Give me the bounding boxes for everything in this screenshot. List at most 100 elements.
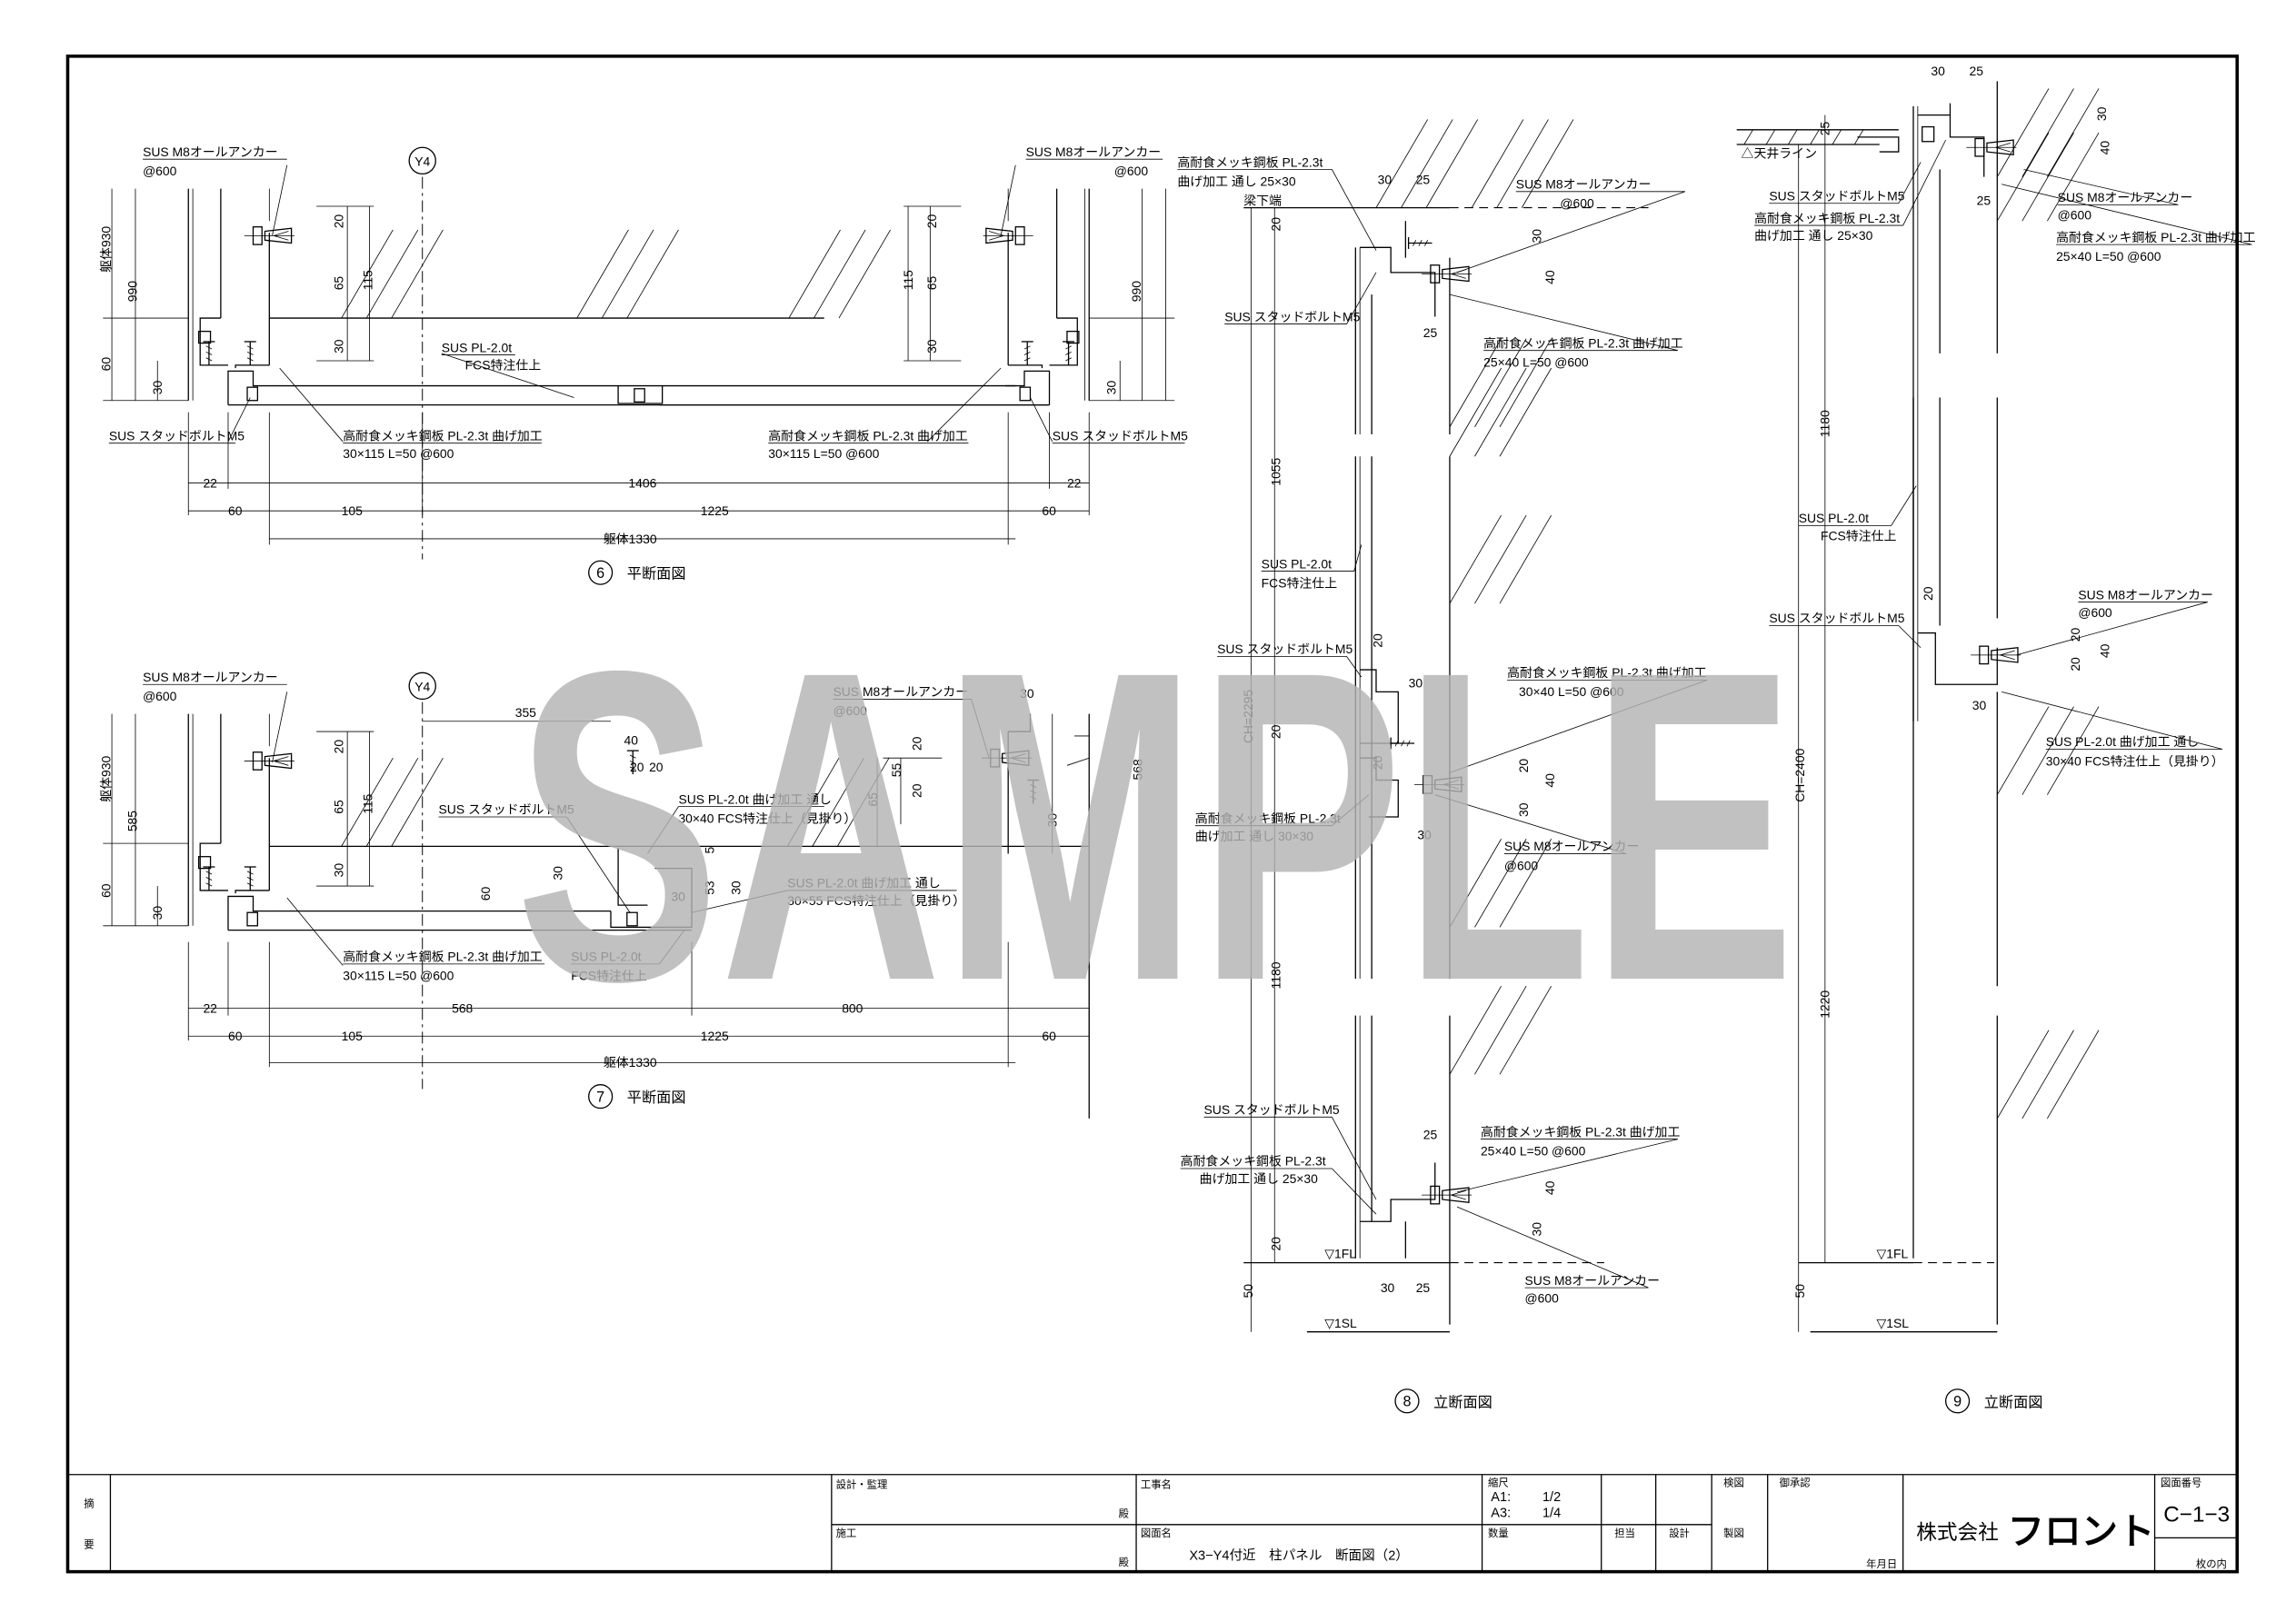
dimension-label: 20 [910, 736, 924, 751]
approval-label: 御承認 [1780, 1477, 1811, 1489]
annotation-label: SUS M8オールアンカー [1516, 177, 1652, 192]
annotation-label: SUS スタッドボルトM5 [109, 428, 245, 443]
construction-label: 施工 [836, 1527, 857, 1539]
annotation-label: SUS PL-2.0t [442, 340, 512, 354]
dimension-label: 30 [728, 881, 743, 895]
annotation-label: @600 [143, 689, 177, 703]
dimension-label: 25 [1818, 122, 1832, 136]
annotation-label: SUS スタッドボルトM5 [1217, 642, 1353, 656]
dimension-label: 1220 [1818, 990, 1832, 1019]
drawing-number-circle [1944, 1388, 1971, 1414]
annotation-label: 曲げ加工 通し 25×30 [1200, 1171, 1318, 1186]
dimension-label: 105 [342, 1029, 363, 1043]
dimension-label: 65 [924, 276, 939, 291]
dimension-label: 65 [331, 276, 345, 291]
dimension-label: 568 [452, 1000, 473, 1015]
dimension-label: 60 [98, 357, 113, 372]
grid-label: Y4 [414, 154, 430, 168]
design-supervision-label: 設計・監理 [836, 1478, 888, 1490]
annotation-label: SUS スタッドボルトM5 [1053, 428, 1188, 443]
dimension-label: 30 [1931, 64, 1945, 78]
annotation-label: SUS M8オールアンカー [143, 144, 278, 159]
annotation-label: 高耐食メッキ鋼板 PL-2.3t [1181, 1154, 1326, 1169]
drawing-number: 8 [1403, 1393, 1411, 1409]
annotation-label: SUS M8オールアンカー [1026, 144, 1162, 159]
dimension-label: 40 [624, 733, 639, 748]
dimension-label: 990 [1129, 281, 1143, 302]
dimension-label: 30 [331, 339, 345, 353]
dimension-label: 568 [1131, 759, 1145, 780]
annotation-label: 30×40 FCS特注仕上（見掛り） [2046, 753, 2224, 768]
quantity-label: 数量 [1488, 1527, 1509, 1539]
dimension-label: 1180 [1269, 961, 1283, 989]
honorific: 殿 [1119, 1508, 1129, 1520]
dimension-label: 30 [551, 866, 565, 881]
annotation-label: FCS特注仕上 [1262, 575, 1338, 590]
annotation-label: SUS M8オールアンカー [1525, 1273, 1661, 1288]
annotation-label: 高耐食メッキ鋼板 PL-2.3t 曲げ加工 [343, 428, 543, 443]
dimension-label: 1225 [701, 503, 729, 518]
annotation-label: ▽1SL [1324, 1316, 1357, 1330]
annotation-label: @600 [2058, 208, 2092, 223]
honorific: 殿 [1119, 1557, 1129, 1568]
dimension-label: 25 [1977, 193, 1992, 207]
dimension-label: 30 [924, 339, 939, 353]
annotation-label: @600 [1560, 196, 1594, 211]
drafting-label: 製図 [1723, 1527, 1744, 1539]
drawing-title: 平断面図 [627, 566, 686, 582]
company-name: 株式会社 [1916, 1520, 1999, 1544]
annotation-label: 30×115 L=50 @600 [343, 969, 454, 983]
annotation-label: 30×55 FCS特注仕上（見掛り） [787, 893, 965, 908]
dimension-label: 30 [1020, 686, 1034, 701]
dimension-label: 30 [1045, 813, 1060, 828]
annotation-label: SUS スタッドボルトM5 [1204, 1102, 1340, 1117]
annotation-label: 25×40 L=50 @600 [2056, 249, 2161, 264]
annotation-label: FCS特注仕上 [1821, 529, 1897, 543]
dimension-label: 30 [150, 906, 165, 920]
dimension-label: 30 [1417, 827, 1432, 841]
dimension-label: 20 [1269, 217, 1283, 232]
annotation-label: SUS PL-2.0t 曲げ加工 通し [2046, 734, 2199, 749]
dimension-label: 22 [1067, 475, 1082, 490]
dimension-label: 30 [2094, 106, 2109, 121]
annotation-label: 25×40 L=50 @600 [1481, 1143, 1586, 1158]
dimension-label: 躯体1330 [604, 1055, 657, 1070]
remarks-label: 摘 [84, 1497, 94, 1509]
check-label: 検図 [1723, 1477, 1744, 1489]
dimension-label: 30 [1103, 381, 1118, 395]
annotation-label: SUS M8オールアンカー [1504, 839, 1640, 853]
dimension-label: 22 [203, 475, 217, 490]
scale-a3-value: 1/4 [1542, 1507, 1561, 1521]
scale-a1-value: 1/2 [1542, 1490, 1561, 1505]
dimension-label: 1055 [1269, 457, 1283, 485]
dimension-label: 30 [331, 863, 345, 878]
project-name-label: 工事名 [1141, 1478, 1172, 1490]
dimension-label: 30 [1409, 675, 1423, 690]
annotation-label: 高耐食メッキ鋼板 PL-2.3t 曲げ加工 [768, 428, 968, 443]
scale-a1-label: A1: [1491, 1490, 1511, 1505]
annotation-label: SUS PL-2.0t 曲げ加工 通し [678, 791, 831, 806]
annotation-label: ▽1FL [1877, 1247, 1909, 1261]
dimension-label: 25 [1423, 1128, 1438, 1142]
annotation-label: △天井ライン [1742, 146, 1817, 161]
annotation-label: SUS M8オールアンカー [833, 684, 968, 699]
dimension-label: 25 [1416, 173, 1431, 187]
company-logo: フロント [2008, 1510, 2155, 1552]
annotation-label: 曲げ加工 通し 30×30 [1195, 829, 1313, 843]
dimension-label: 115 [361, 793, 375, 813]
dimension-label: 30 [1516, 802, 1531, 817]
design-label: 設計 [1669, 1527, 1690, 1539]
drawing-number: 6 [596, 565, 604, 582]
annotation-label: 高耐食メッキ鋼板 PL-2.3t 曲げ加工 [343, 950, 543, 964]
dimension-label: 1406 [628, 475, 656, 490]
drawing-title: 立断面図 [1433, 1394, 1492, 1410]
dimension-label: 30 [1529, 229, 1543, 244]
dimension-label: 60 [1042, 503, 1056, 518]
dimension-label: 25 [1423, 325, 1438, 340]
drawing-number-circle [588, 1084, 614, 1110]
annotation-label: @600 [1504, 858, 1539, 872]
annotation-label: @600 [143, 164, 177, 178]
dimension-label: 22 [203, 1000, 217, 1015]
